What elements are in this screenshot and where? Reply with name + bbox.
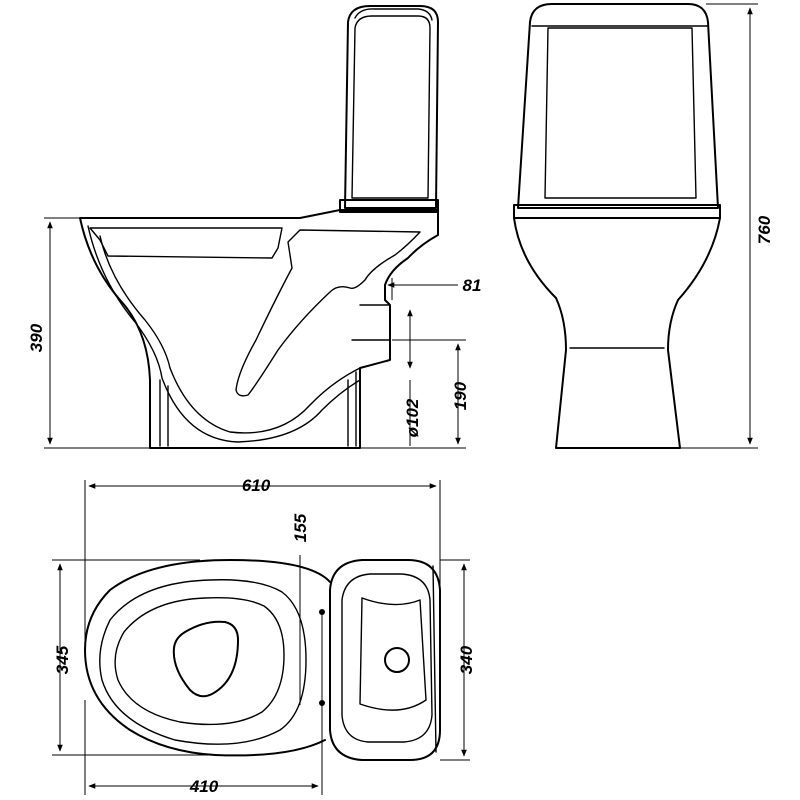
top-bowl-opening bbox=[172, 620, 239, 698]
side-tank bbox=[344, 5, 439, 209]
front-tank-inner bbox=[544, 27, 697, 199]
front-tank-base bbox=[513, 204, 721, 219]
top-tank bbox=[329, 559, 441, 761]
front-view bbox=[513, 3, 721, 449]
dimension-lines bbox=[44, 3, 758, 795]
top-tank-edge bbox=[432, 565, 437, 753]
top-flush-button bbox=[384, 647, 410, 673]
dim-outlet-diameter: ø102 bbox=[403, 398, 422, 437]
front-bowl bbox=[513, 217, 721, 449]
dim-outlet-height: 190 bbox=[451, 381, 470, 410]
dim-bowl-width: 345 bbox=[53, 645, 72, 674]
top-bowl-outer bbox=[84, 559, 331, 757]
top-tank-basin bbox=[359, 597, 427, 711]
dim-bowl-to-outlet: 410 bbox=[189, 777, 219, 796]
dim-outlet-offset: 81 bbox=[463, 276, 482, 295]
side-bowl-outer bbox=[79, 209, 439, 449]
dim-total-height: 760 bbox=[755, 215, 774, 244]
dim-total-length: 610 bbox=[242, 476, 271, 495]
side-view bbox=[79, 5, 439, 449]
side-trapway bbox=[235, 229, 421, 397]
dim-tank-width: 340 bbox=[457, 645, 476, 674]
side-outlet bbox=[351, 304, 391, 341]
top-view bbox=[84, 559, 441, 761]
side-bowl-well-outer bbox=[87, 225, 361, 443]
top-tank-inner bbox=[341, 573, 433, 743]
side-tank-inner bbox=[351, 15, 431, 199]
top-seat-inner bbox=[114, 596, 285, 726]
dim-side-height: 390 bbox=[27, 323, 46, 352]
side-bowl-rim bbox=[89, 227, 283, 259]
dim-outlet-to-tank: 155 bbox=[291, 513, 310, 542]
side-bowl-well bbox=[99, 235, 361, 434]
side-foot-right bbox=[347, 371, 357, 447]
side-foot-left bbox=[159, 379, 169, 447]
front-tank bbox=[517, 3, 719, 209]
top-seat-outer bbox=[99, 579, 307, 745]
side-tank-lid bbox=[354, 8, 433, 21]
